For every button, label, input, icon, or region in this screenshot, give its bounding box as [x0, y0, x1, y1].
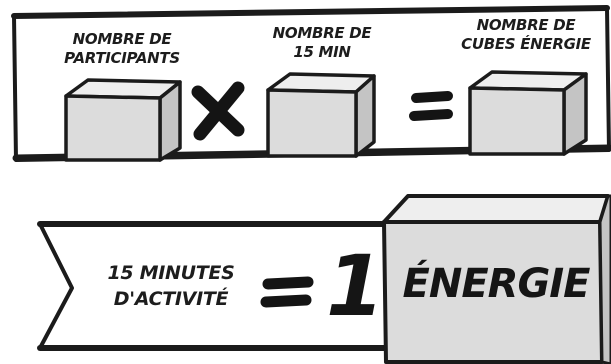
energy-cubes-label-line2: CUBES ÉNERGIE [461, 35, 591, 53]
participants-label: NOMBRE DE PARTICIPANTS [52, 30, 192, 68]
fifteen-min-label-line2: 15 MIN [293, 43, 351, 61]
fifteen-min-label-line1: NOMBRE DE [272, 24, 372, 42]
multiply-sign-icon [191, 81, 245, 141]
activity-label: 15 MINUTES D'ACTIVITÉ [86, 260, 256, 312]
participants-label-line1: NOMBRE DE [72, 30, 172, 48]
energy-cubes-label-line1: NOMBRE DE [476, 16, 576, 34]
equals-sign-large-icon [260, 276, 314, 308]
activity-label-line2: D'ACTIVITÉ [113, 288, 229, 310]
equals-sign-icon [409, 91, 453, 121]
fifteen-min-label: NOMBRE DE 15 MIN [262, 24, 382, 62]
energy-cubes-cube-icon [468, 70, 588, 156]
conversion-banner [37, 221, 403, 351]
energy-count: 1 [326, 237, 385, 335]
energy-cube-icon [382, 194, 611, 364]
activity-label-line1: 15 MINUTES [107, 262, 235, 284]
participants-cube-icon [64, 78, 182, 162]
energy-cubes-label: NOMBRE DE CUBES ÉNERGIE [456, 16, 596, 54]
energy-label: ÉNERGIE [402, 261, 591, 307]
participants-label-line2: PARTICIPANTS [64, 49, 180, 67]
fifteen-min-cube-icon [266, 72, 376, 158]
